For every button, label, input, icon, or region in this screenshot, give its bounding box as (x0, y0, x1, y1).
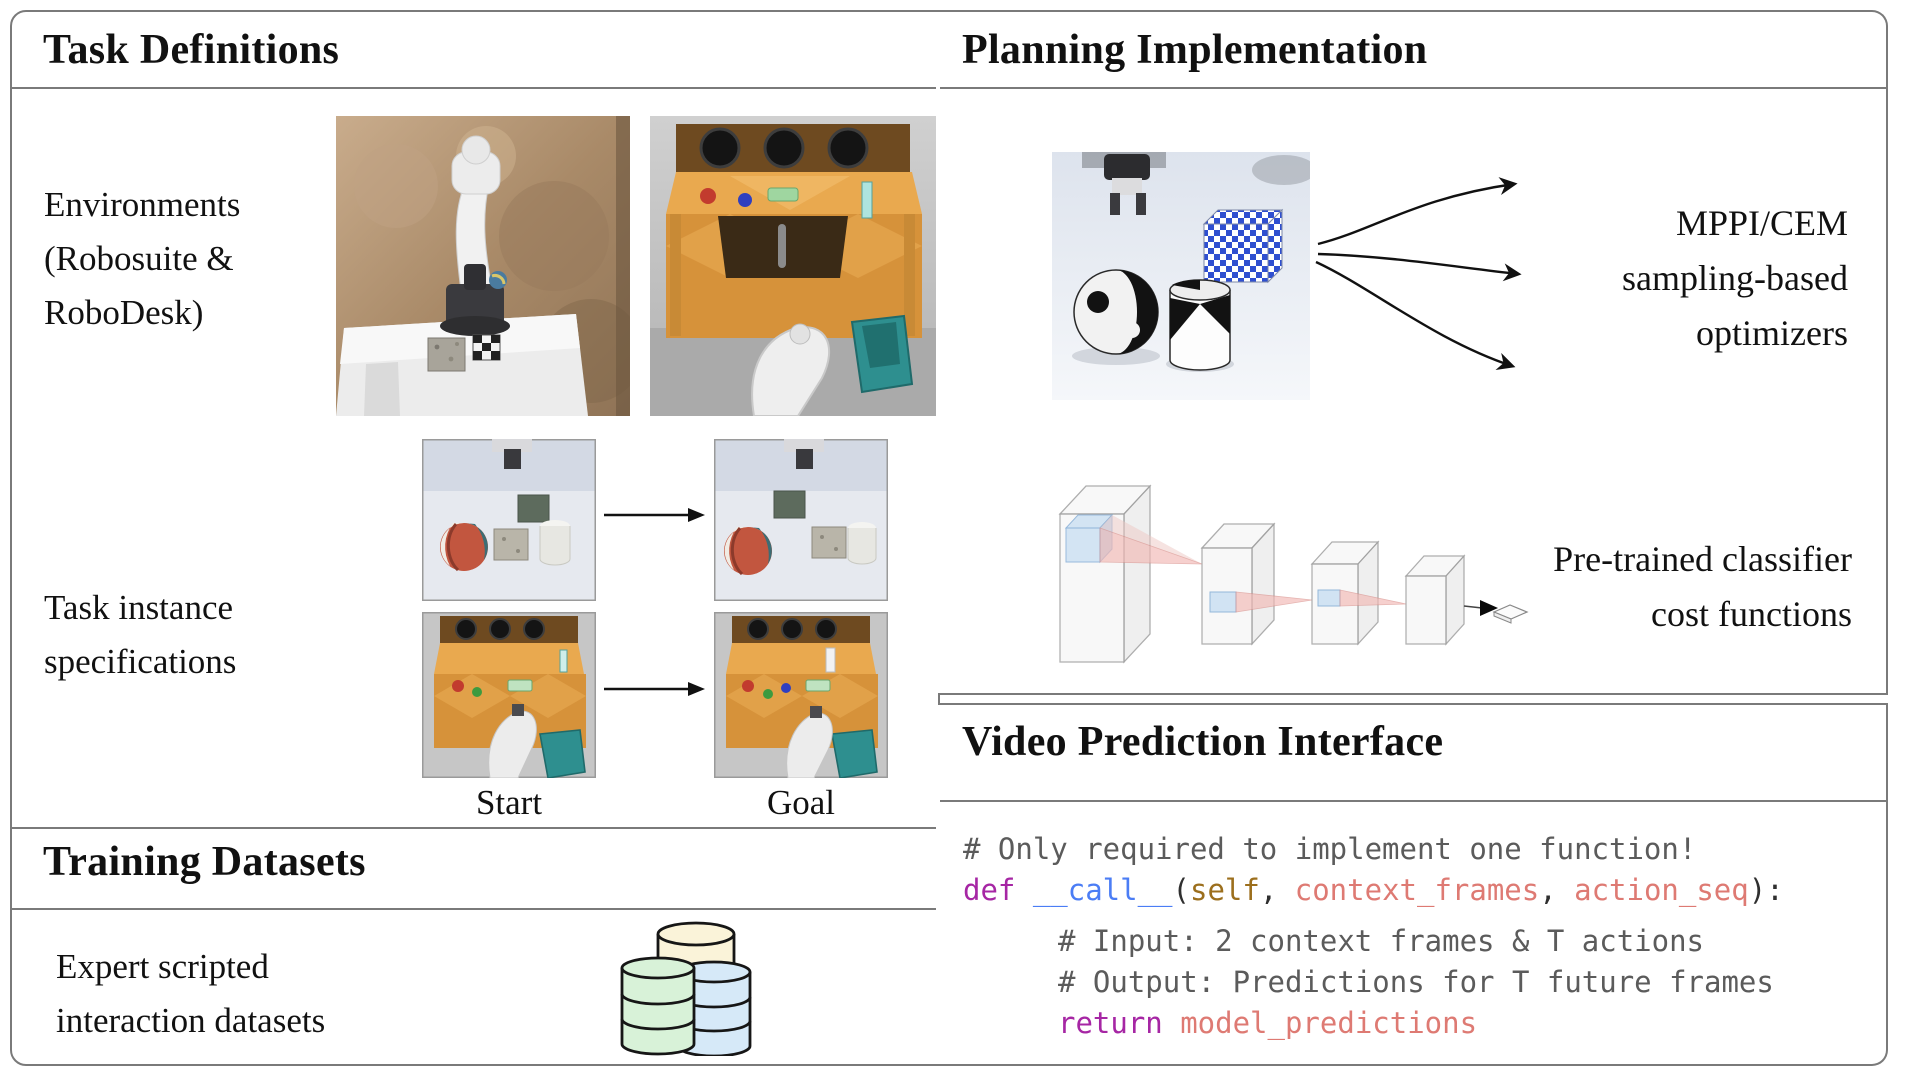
code-separator: , (1259, 873, 1295, 907)
goal-caption: Goal (766, 783, 836, 822)
optimizers-label: MPPI/CEM sampling-based optimizers (1622, 203, 1848, 353)
divider (12, 908, 936, 910)
divider (940, 800, 1886, 802)
robodesk-environment-image (650, 116, 936, 416)
code-comment-input: # Input: 2 context frames & T actions (1058, 924, 1705, 958)
fan-arrows-icon (1312, 168, 1544, 386)
code-return-keyword: return (1058, 1006, 1181, 1040)
code-function-name: __call__ (1032, 873, 1173, 907)
robodesk-start-image (422, 612, 596, 778)
video-prediction-title: Video Prediction Interface (962, 719, 1444, 765)
code-return-line: return model_predictions (1058, 1006, 1477, 1040)
code-comment-top: # Only required to implement one functio… (963, 832, 1697, 866)
training-datasets-title: Training Datasets (43, 839, 366, 885)
code-arg-self: self (1190, 873, 1260, 907)
robosuite-goal-image (714, 439, 888, 601)
training-datasets-description: Expert scripted interaction datasets (56, 947, 326, 1040)
code-def-line: def __call__(self, context_frames, actio… (963, 873, 1784, 907)
divider (12, 87, 936, 89)
code-paren-close: ): (1748, 873, 1784, 907)
code-paren-open: ( (1172, 873, 1190, 907)
right-arrow-icon (602, 502, 706, 528)
code-separator: , (1539, 873, 1575, 907)
cnn-classifier-diagram (1050, 452, 1530, 677)
planning-implementation-title: Planning Implementation (962, 27, 1428, 73)
robodesk-goal-image (714, 612, 888, 778)
environments-label: Environments (Robosuite & RoboDesk) (44, 185, 241, 332)
start-caption: Start (475, 783, 543, 822)
robosuite-environment-image (336, 116, 630, 416)
divider (12, 827, 936, 829)
cost-functions-label: Pre-trained classifier cost functions (1553, 539, 1852, 634)
task-definitions-title: Task Definitions (43, 27, 340, 73)
code-arg-action-seq: action_seq (1574, 873, 1749, 907)
video-prediction-panel (938, 703, 1888, 1066)
divider (940, 87, 1886, 89)
code-comment-output: # Output: Predictions for T future frame… (1058, 965, 1774, 999)
planning-scene-image (1052, 152, 1310, 400)
database-stack-icon (600, 918, 772, 1056)
code-def-keyword: def (963, 873, 1033, 907)
task-instances-label: Task instance specifications (44, 588, 237, 681)
right-arrow-icon (602, 676, 706, 702)
code-return-value: model_predictions (1180, 1006, 1478, 1040)
robosuite-start-image (422, 439, 596, 601)
code-arg-context-frames: context_frames (1294, 873, 1540, 907)
